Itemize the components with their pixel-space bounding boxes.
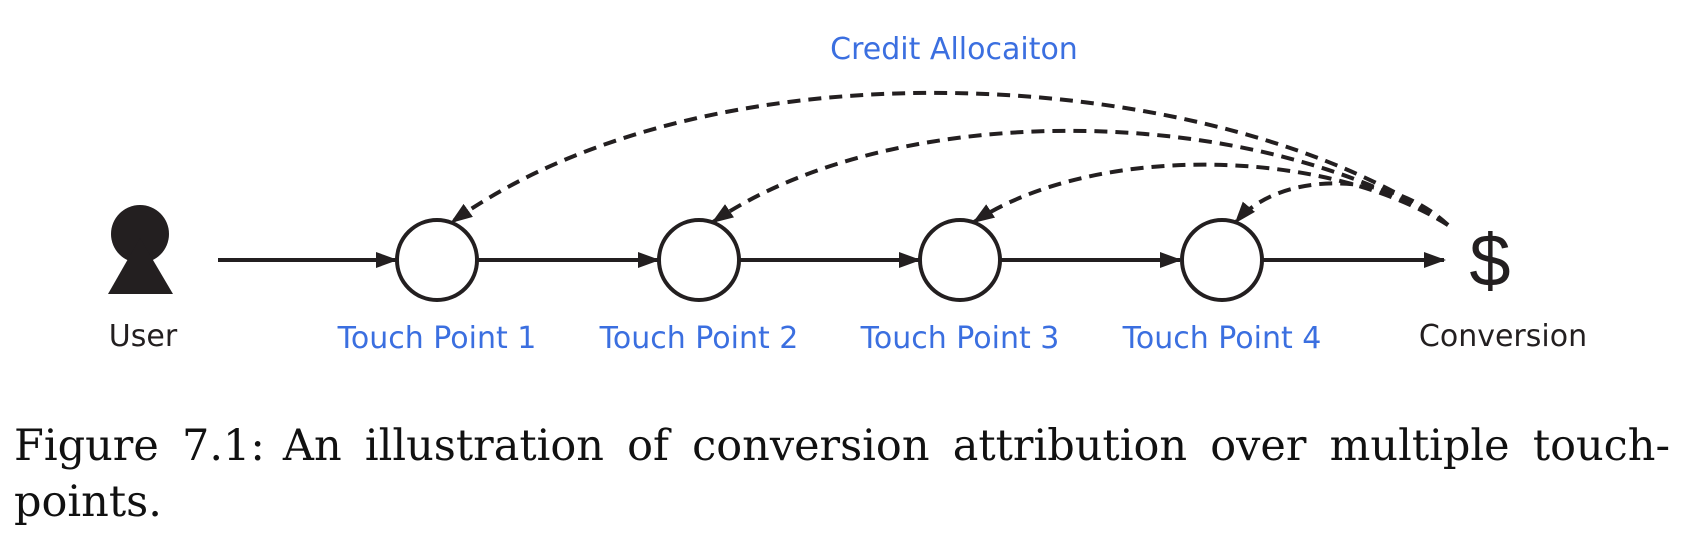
- credit-allocation-label: Credit Allocaiton: [830, 32, 1078, 67]
- figure-number: Figure 7.1:: [14, 421, 265, 471]
- credit-arc-touch-point-1: [450, 90, 1450, 227]
- credit-arc-touch-point-2: [711, 128, 1450, 227]
- conversion-dollar-icon: $: [1469, 219, 1510, 302]
- touch-point-2-node: [657, 218, 741, 302]
- touch-point-2-label: Touch Point 2: [599, 321, 799, 356]
- credit-arc-touch-point-3: [972, 162, 1450, 227]
- attribution-diagram: Credit Allocaiton $ User Touch Point 1 T…: [108, 32, 1587, 356]
- touch-point-1-node: [395, 218, 479, 302]
- touch-point-3-node: [918, 218, 1002, 302]
- touch-point-3-label: Touch Point 3: [860, 321, 1060, 356]
- figure-caption: Figure 7.1:An illustration of conversion…: [14, 418, 1670, 530]
- touch-point-4-node: [1180, 218, 1264, 302]
- caption-text: An illustration of conversion attributio…: [14, 421, 1670, 527]
- user-label: User: [109, 319, 178, 354]
- user-icon: [108, 205, 173, 294]
- touch-point-1-label: Touch Point 1: [337, 321, 537, 356]
- credit-arc-touch-point-4: [1234, 181, 1450, 227]
- conversion-label: Conversion: [1419, 319, 1587, 354]
- touch-point-4-label: Touch Point 4: [1122, 321, 1322, 356]
